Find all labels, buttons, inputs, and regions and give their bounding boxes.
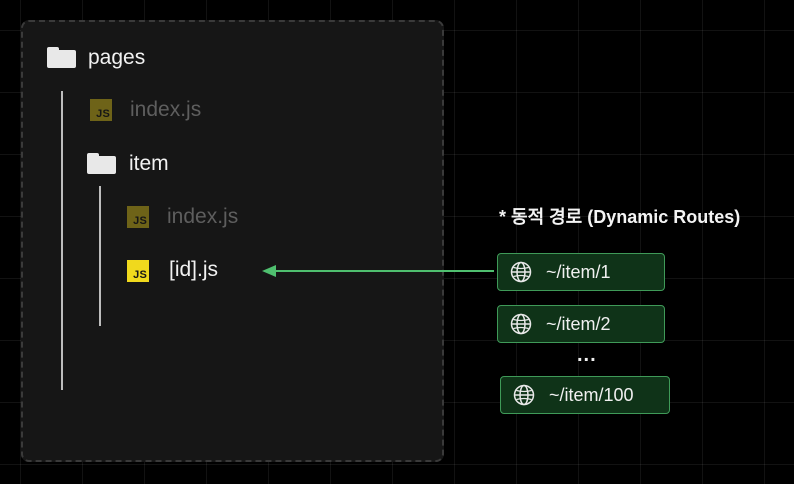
- route-label: ~/item/2: [546, 313, 611, 334]
- file-tree-panel: [21, 20, 444, 462]
- file-index-label: index.js: [130, 98, 202, 121]
- folder-icon: [87, 153, 116, 174]
- js-file-icon: JS: [127, 260, 149, 282]
- folder-pages-label: pages: [88, 46, 146, 69]
- js-file-icon: JS: [90, 99, 112, 121]
- js-file-icon: JS: [127, 206, 149, 228]
- globe-icon: [510, 261, 532, 283]
- tree-line-pages: [61, 91, 63, 390]
- route-label: ~/item/1: [546, 261, 611, 282]
- ellipsis: ...: [577, 344, 597, 366]
- tree-line-item: [99, 186, 101, 326]
- globe-icon: [513, 384, 535, 406]
- dynamic-routes-note: * 동적 경로 (Dynamic Routes): [499, 207, 741, 227]
- folder-icon: [47, 47, 76, 68]
- route-label: ~/item/100: [549, 384, 634, 405]
- file-dynamic-id-label: [id].js: [169, 258, 219, 281]
- route-item-1: ~/item/1: [497, 253, 665, 291]
- folder-item-label: item: [129, 152, 169, 175]
- route-item-100: ~/item/100: [500, 376, 670, 414]
- file-item-index-label: index.js: [167, 205, 239, 228]
- globe-icon: [510, 313, 532, 335]
- route-item-2: ~/item/2: [497, 305, 665, 343]
